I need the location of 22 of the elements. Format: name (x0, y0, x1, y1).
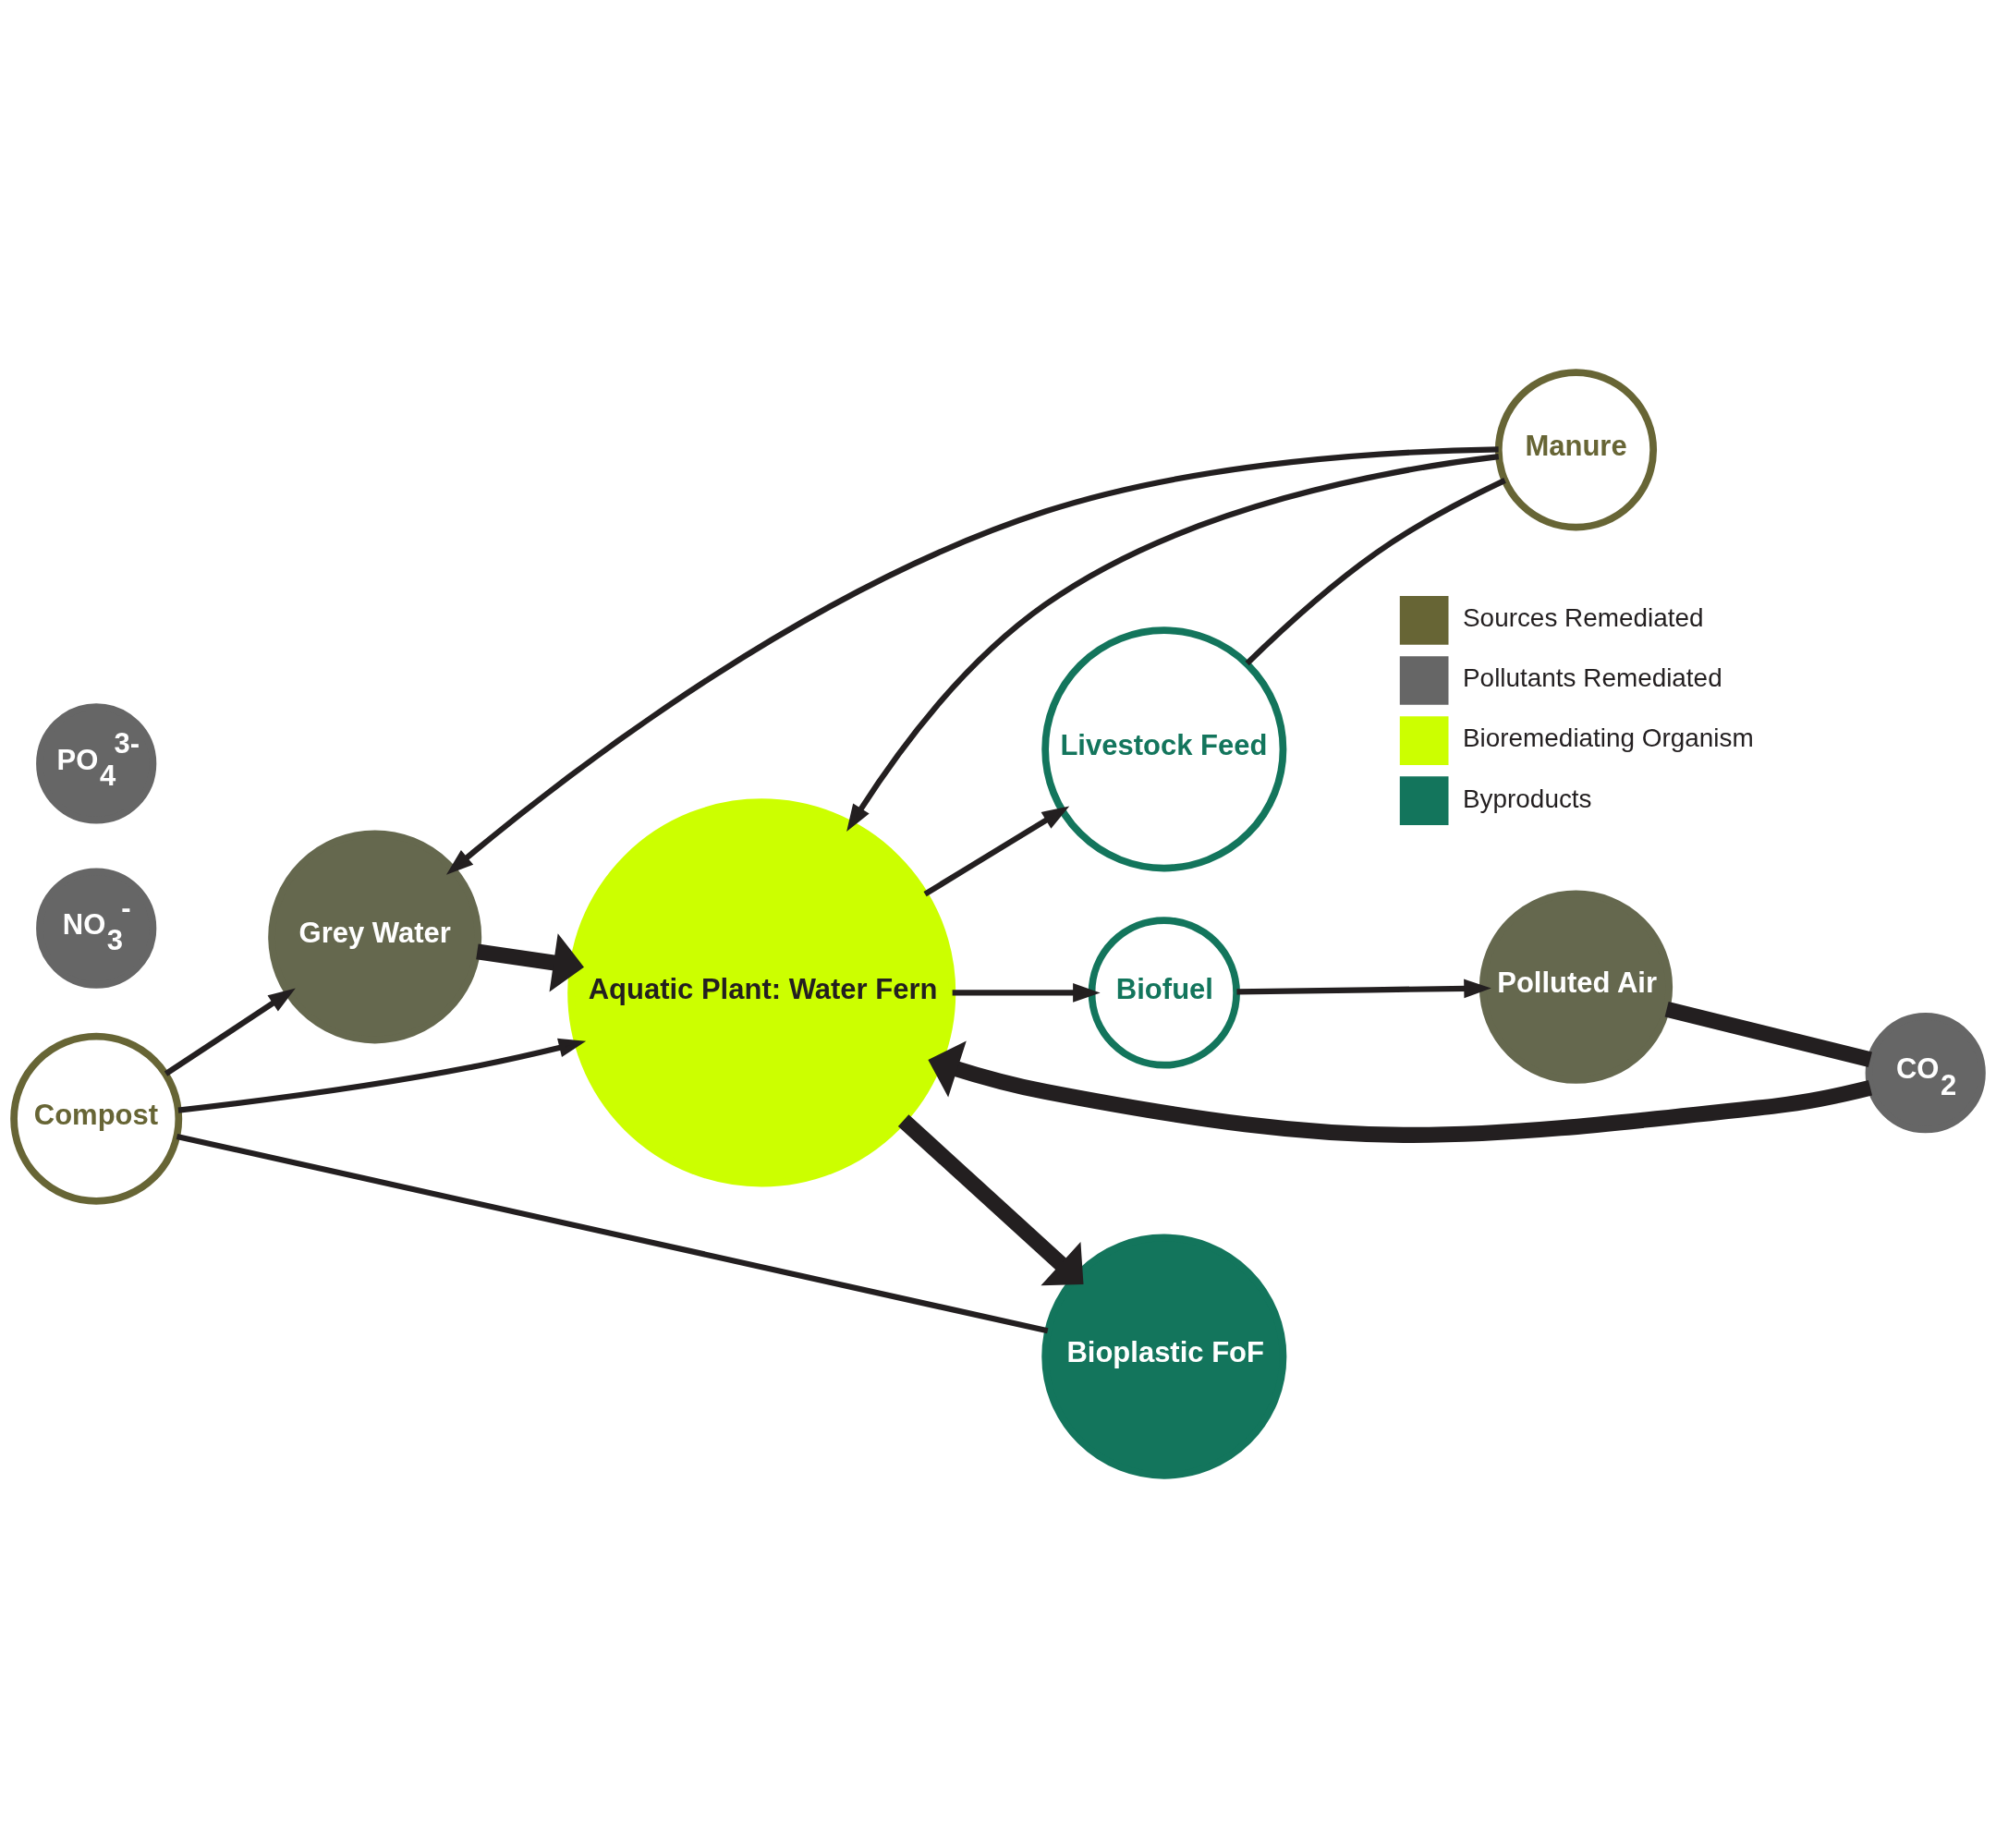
arrow (846, 454, 1500, 833)
node-circle: Manure (1494, 369, 1658, 531)
node-circle: Biofuel (1088, 917, 1240, 1069)
legend-label: Bioremediating Organism (1463, 723, 1754, 753)
node-circle: Polluted Air (1479, 890, 1673, 1084)
arrow (445, 446, 1499, 875)
connector (1664, 1001, 1872, 1068)
arrow (928, 1040, 1873, 1143)
legend-label: Sources Remediated (1463, 603, 1704, 633)
arrow (923, 806, 1070, 897)
legend-label: Byproducts (1463, 784, 1592, 813)
arrow (476, 933, 584, 992)
connector (176, 1133, 1049, 1334)
connector (1245, 478, 1506, 666)
node-circle: Compost (10, 1032, 183, 1205)
node-circle: Aquatic Plant: Water Fern (567, 798, 956, 1187)
arrow (1236, 979, 1491, 999)
arrow (177, 1038, 587, 1113)
arrow (164, 988, 296, 1076)
arrow (952, 983, 1101, 1003)
legend-label: Pollutants Remediated (1463, 663, 1722, 693)
arrow (897, 1114, 1084, 1286)
